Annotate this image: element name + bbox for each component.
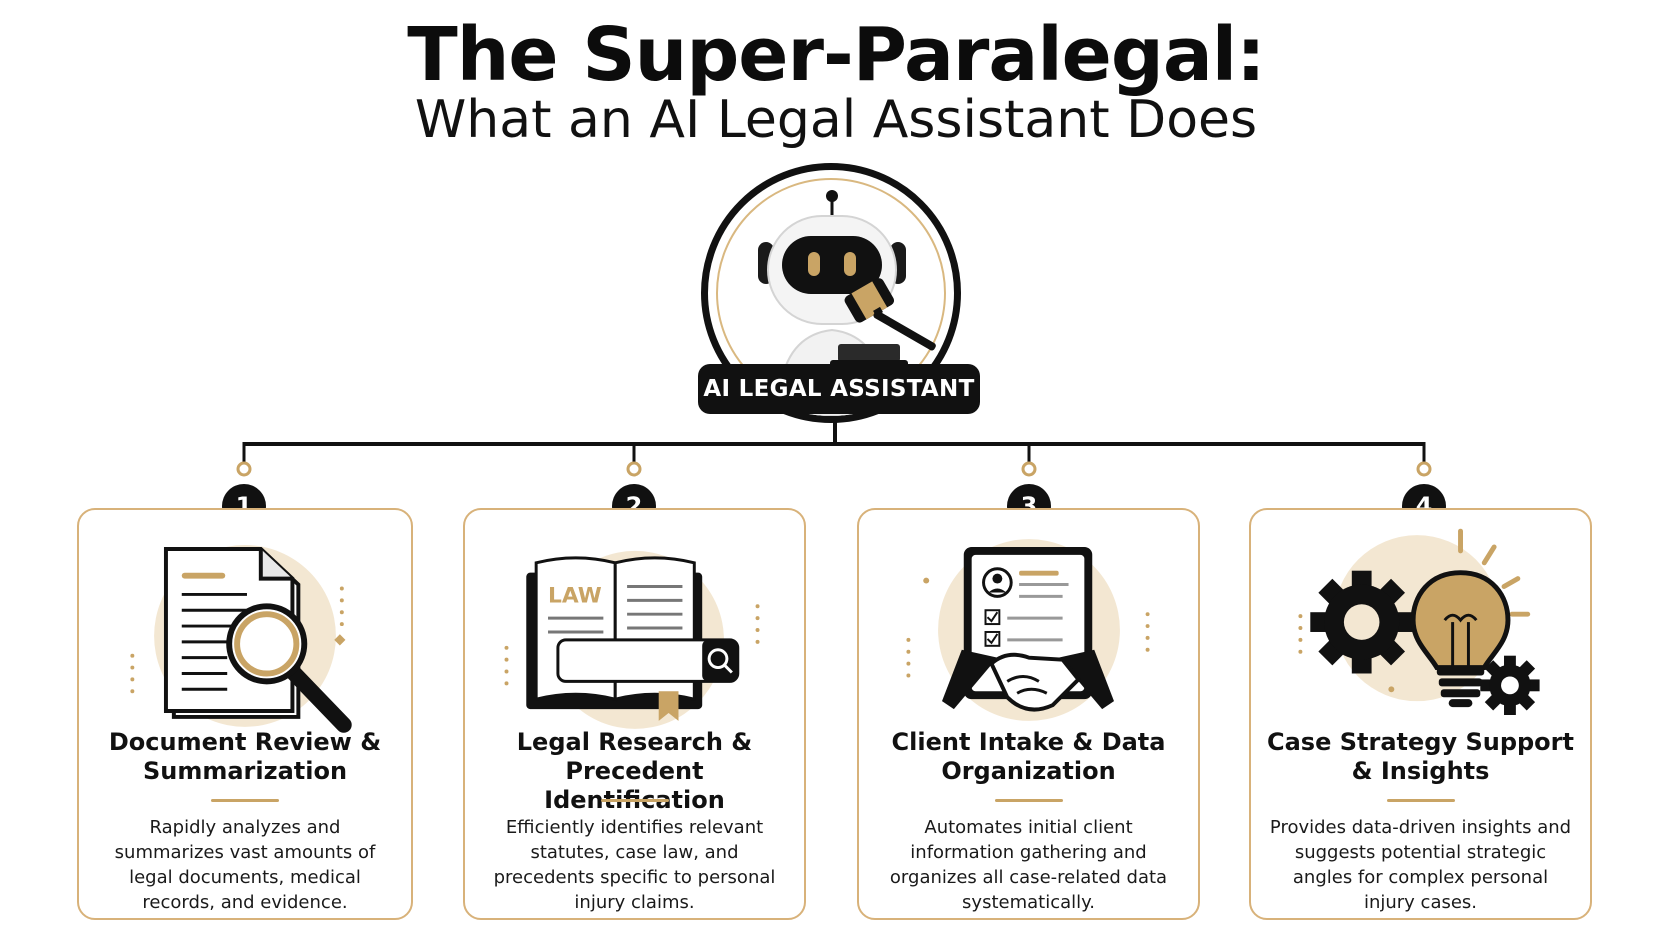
connector-dot-1: [236, 461, 252, 477]
card-title: Client Intake & Data Organization: [891, 728, 1166, 785]
card-divider: [211, 799, 279, 802]
card-description: Provides data-driven insights and sugges…: [1269, 817, 1572, 913]
card-document-review: Document Review & Summarization Rapidly …: [77, 508, 413, 920]
card-case-strategy: Case Strategy Support & Insights Provide…: [1249, 508, 1592, 920]
card-divider: [600, 799, 669, 802]
gears-lightbulb-icon: [1298, 528, 1540, 715]
card-legal-research: LAW Legal Research & Precedent Identific…: [463, 508, 806, 920]
card-divider: [994, 799, 1063, 802]
card-title: Case Strategy Support & Insights: [1267, 728, 1574, 785]
card-description: Automates initial client information gat…: [889, 817, 1168, 913]
card-divider: [1386, 799, 1455, 802]
card-client-intake: Client Intake & Data Organization Automa…: [857, 508, 1200, 920]
connector-dot-4: [1416, 461, 1432, 477]
tablet-handshake-icon: [906, 539, 1150, 721]
card-description: Efficiently identifies relevant statutes…: [493, 817, 776, 913]
card-title: Legal Research & Precedent Identificatio…: [516, 728, 753, 814]
document-magnifier-icon: [130, 545, 352, 733]
connector-dot-3: [1021, 461, 1037, 477]
card-description: Rapidly analyzes and summarizes vast amo…: [114, 817, 376, 913]
connector-dot-2: [626, 461, 642, 477]
law-book-search-icon: LAW: [504, 550, 760, 729]
page-title: The Super-Paralegal:: [407, 12, 1266, 98]
card-title: Document Review & Summarization: [108, 728, 382, 785]
hub-label: AI LEGAL ASSISTANT: [698, 364, 980, 414]
law-book-text: LAW: [548, 583, 602, 608]
page-subtitle: What an AI Legal Assistant Does: [414, 90, 1258, 150]
